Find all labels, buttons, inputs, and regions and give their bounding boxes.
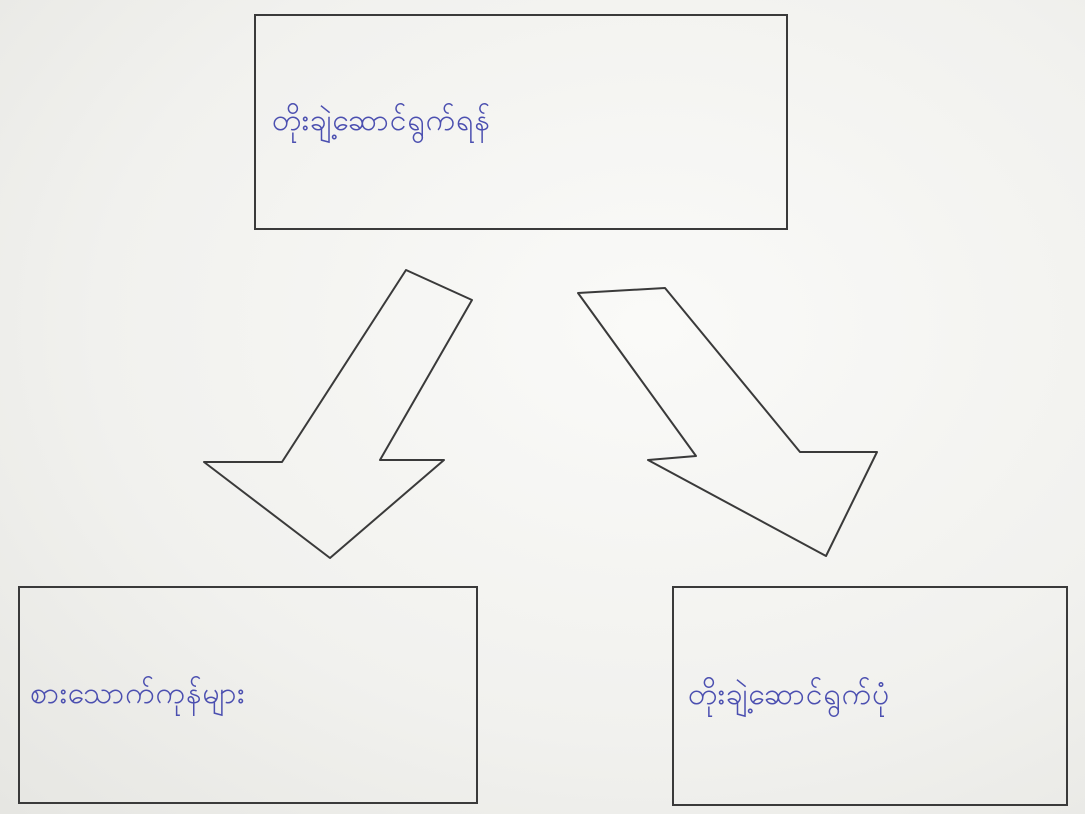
top-node-box: တိုးချဲ့ဆောင်ရွက်ရန် <box>254 14 788 230</box>
top-node-label: တိုးချဲ့ဆောင်ရွက်ရန် <box>272 102 491 138</box>
right-node-box: တိုးချဲ့ဆောင်ရွက်ပုံ <box>672 586 1068 806</box>
edge-arrow-left <box>203 269 473 559</box>
edge-arrow-right <box>577 287 878 557</box>
left-node-box: စားသောက်ကုန်များ <box>18 586 478 804</box>
right-node-label: တိုးချဲ့ဆောင်ရွက်ပုံ <box>688 676 891 712</box>
left-node-label: စားသောက်ကုန်များ <box>30 675 246 711</box>
